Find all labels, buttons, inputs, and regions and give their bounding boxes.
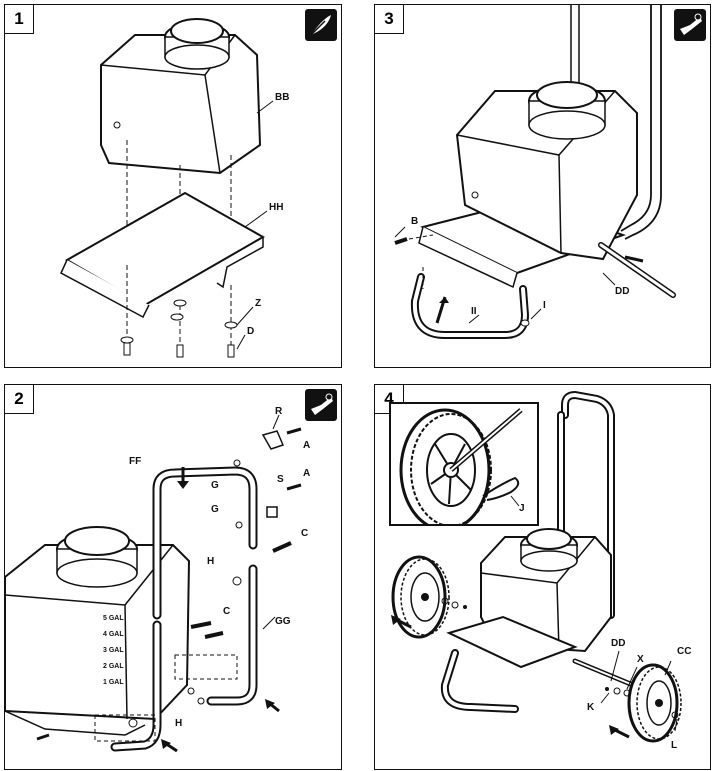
label-b: B	[411, 216, 419, 227]
tank-scale-2: 2 GAL	[103, 663, 124, 670]
tank-tray-assembly-drawing	[60, 18, 274, 358]
wheel-pin-detail-inset: J	[389, 402, 539, 526]
label-bb: BB	[275, 92, 290, 103]
label-k: K	[587, 702, 595, 713]
tank-scale-1: 1 GAL	[103, 679, 124, 686]
handle-cart-assembly-drawing	[394, 5, 676, 339]
label-g: G	[211, 480, 219, 491]
label-c: C	[301, 528, 309, 539]
label-cc: CC	[677, 646, 692, 657]
label-a: A	[303, 440, 311, 451]
tank-scale-5: 5 GAL	[103, 615, 124, 622]
step-3-panel: 3 B DD	[374, 4, 711, 368]
label-hh: HH	[269, 202, 284, 213]
label-z: Z	[255, 298, 262, 309]
label-gg: GG	[275, 616, 291, 627]
wrench-hand-icon	[305, 389, 337, 421]
wheel-assembly-drawing	[391, 390, 682, 743]
label-s: S	[277, 474, 284, 485]
label-dd: DD	[615, 286, 630, 297]
label-dd: DD	[611, 638, 626, 649]
label-ii: II	[471, 306, 477, 317]
step-number: 2	[5, 385, 34, 414]
step-4-panel: 4	[374, 384, 711, 770]
step-number: 1	[5, 5, 34, 34]
handle-frame-assembly-drawing	[5, 414, 302, 753]
label-ff: FF	[129, 456, 142, 467]
label-g: G	[211, 504, 219, 515]
label-l: L	[671, 740, 678, 751]
wheel-pin-detail-drawing	[399, 408, 523, 524]
label-x: X	[637, 654, 644, 665]
feather-icon	[305, 9, 337, 41]
tank-scale-4: 4 GAL	[103, 631, 124, 638]
step-1-panel: 1 BB HH Z	[4, 4, 342, 368]
step-number: 3	[375, 5, 404, 34]
label-c: C	[223, 606, 231, 617]
label-h: H	[207, 556, 215, 567]
wrench-hand-icon	[674, 9, 706, 41]
step-2-panel: 2	[4, 384, 342, 770]
label-i: I	[543, 300, 546, 311]
tank-scale-3: 3 GAL	[103, 647, 124, 654]
label-j: J	[519, 503, 525, 514]
label-r: R	[275, 406, 283, 417]
label-d: D	[247, 326, 255, 337]
label-h: H	[175, 718, 183, 729]
label-a: A	[303, 468, 311, 479]
